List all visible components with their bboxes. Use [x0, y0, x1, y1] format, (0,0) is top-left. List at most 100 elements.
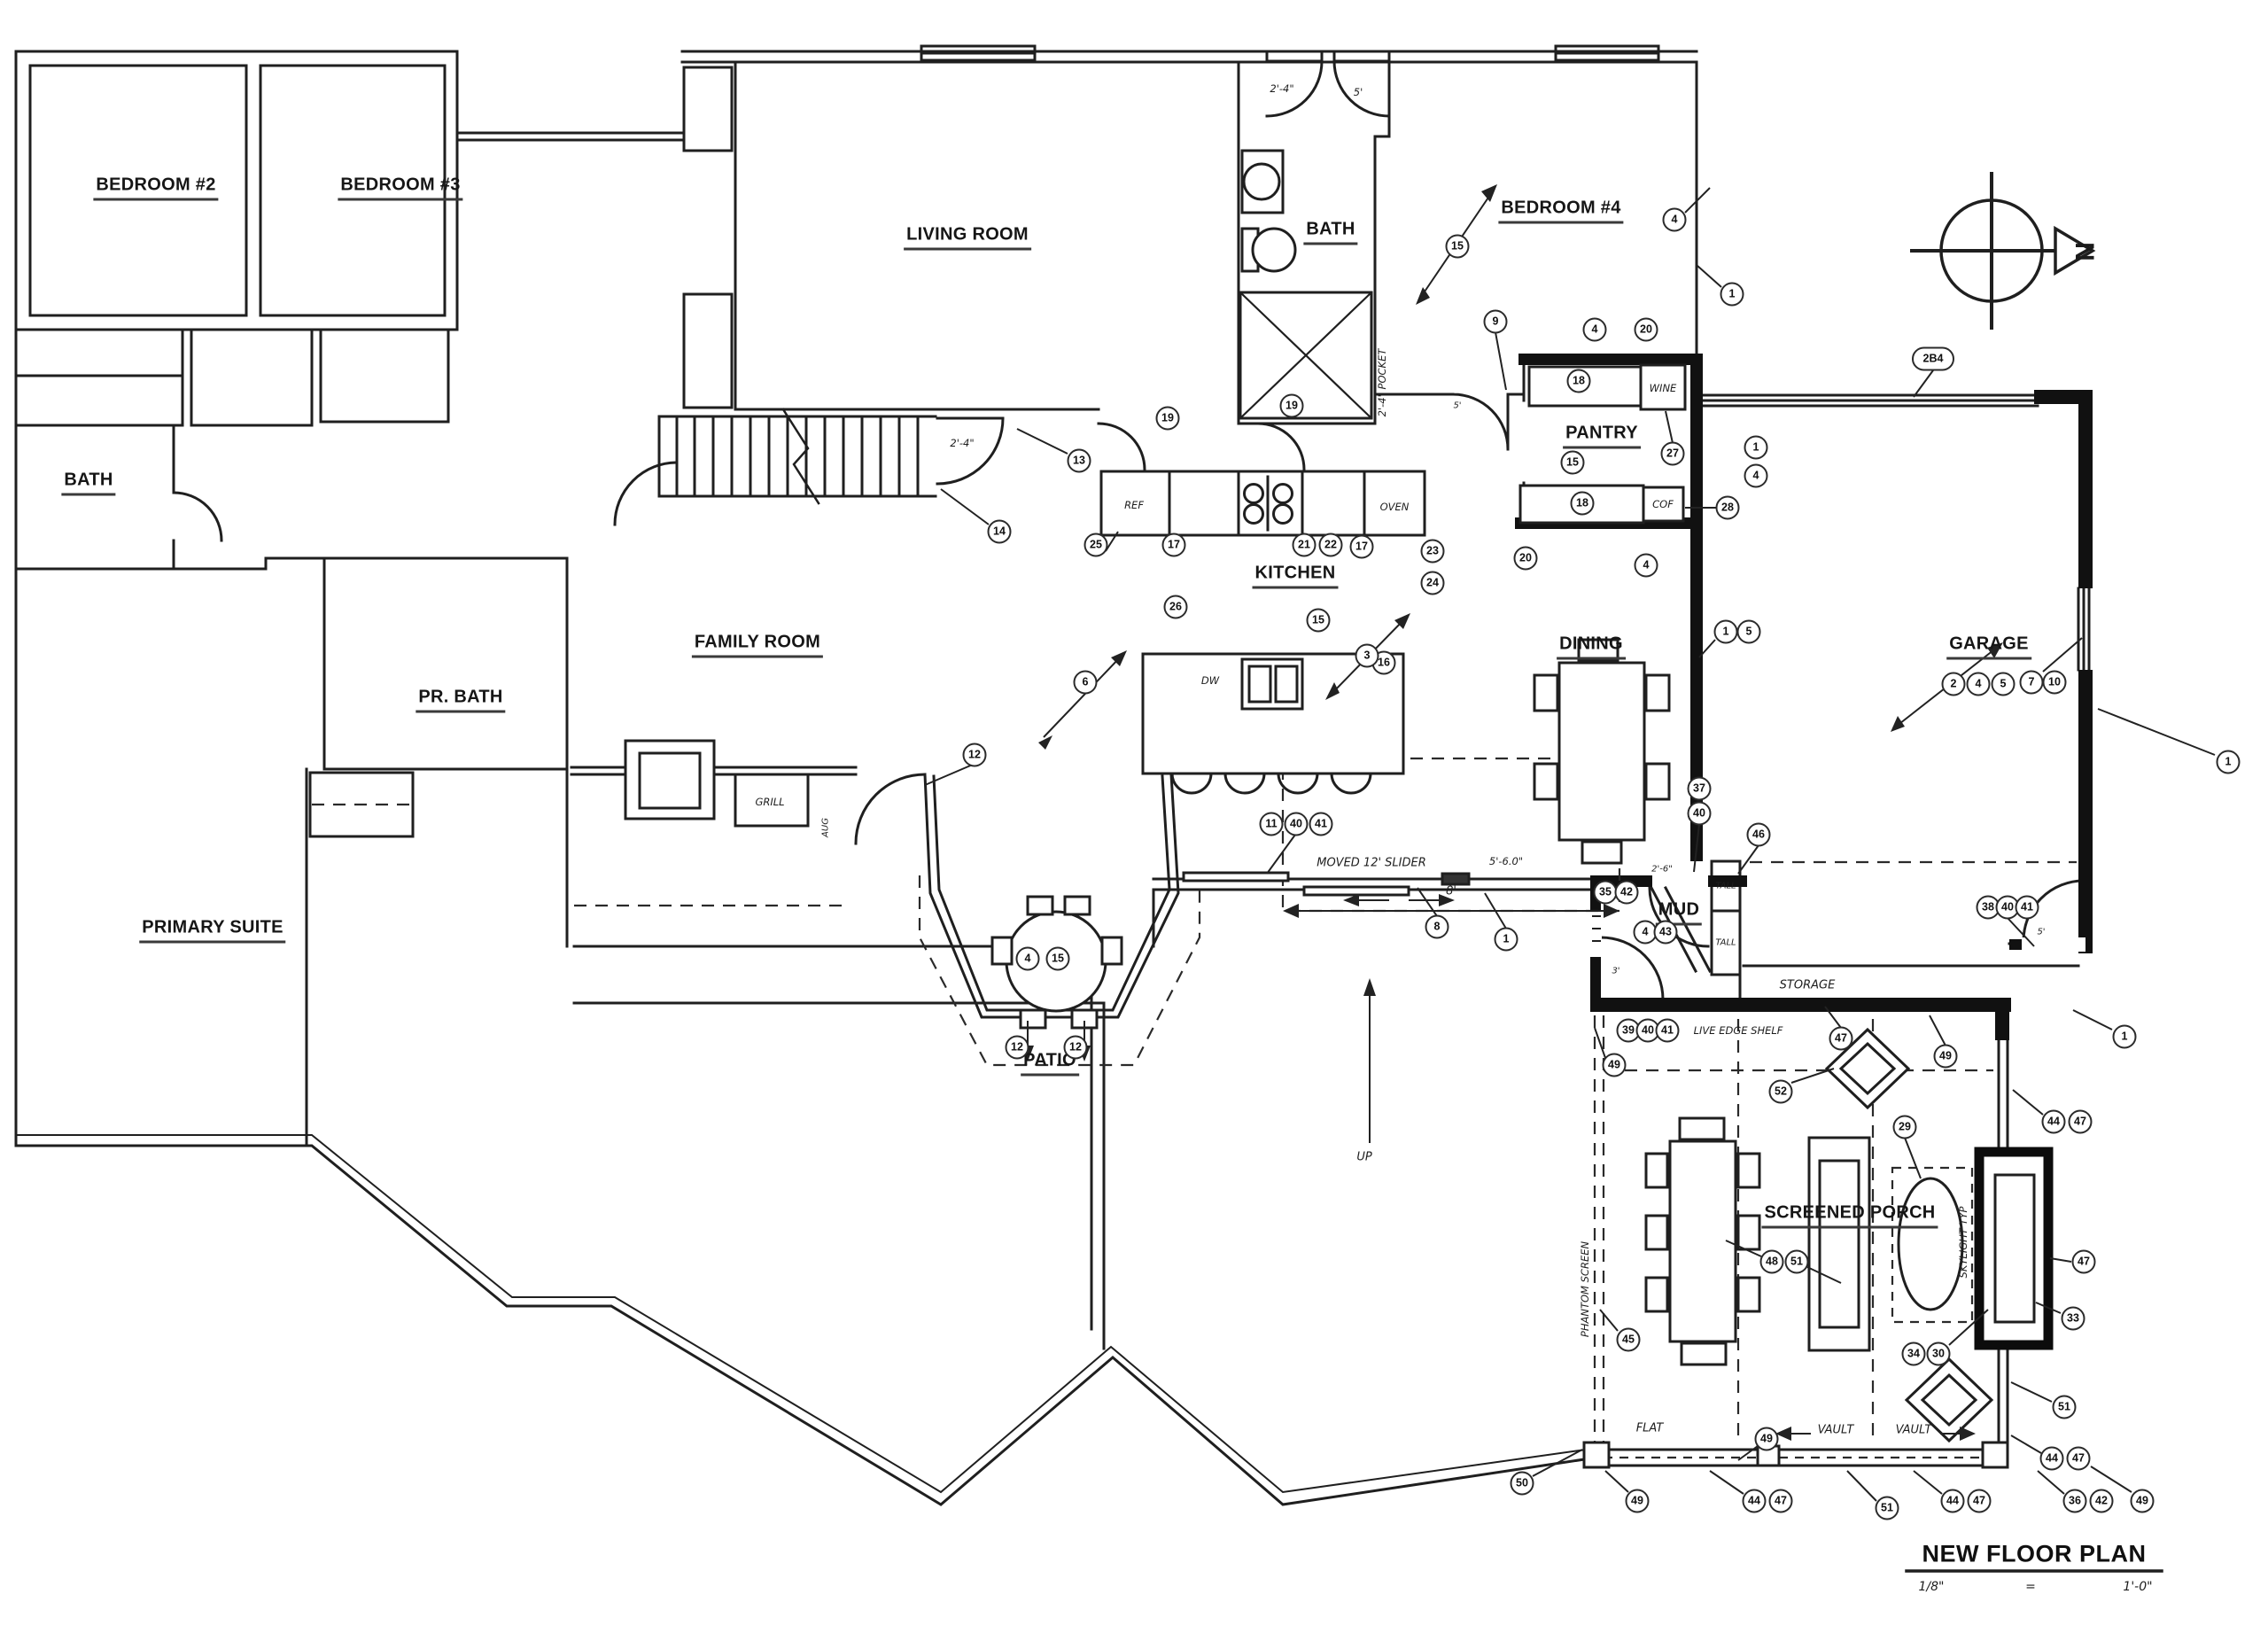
callout-29-70: 29 [1892, 1115, 1917, 1139]
leader-lines [924, 187, 2216, 1502]
grill-cabinet [734, 773, 810, 828]
callout-1-25: 1 [1494, 927, 1518, 952]
annotation-tall-16: TALL [1715, 881, 1736, 891]
callout-12-19: 12 [1005, 1035, 1029, 1060]
annotation-aug-10: AUG [820, 818, 831, 837]
room-label-bedroom-2-0: BEDROOM #2 [93, 175, 219, 201]
annotation-storage-18: STORAGE [1779, 978, 1836, 992]
room-label-bedroom-4-8: BEDROOM #4 [1498, 198, 1624, 224]
room-label-family-room-5: FAMILY ROOM [691, 633, 824, 658]
room-label-kitchen-10: KITCHEN [1252, 564, 1339, 589]
callout-8-24: 8 [1425, 914, 1449, 939]
callout-24-8: 24 [1420, 571, 1445, 595]
slider-panel [1302, 885, 1410, 897]
callout-47-88: 47 [1967, 1489, 1992, 1513]
annotation-2-4-2: 2'-4" [950, 437, 975, 449]
callout-52-67: 52 [1768, 1079, 1793, 1104]
callout-5-46: 5 [1991, 672, 2016, 696]
porch-post [1981, 1441, 2009, 1469]
annotation-vault-26: VAULT [1895, 1423, 1932, 1437]
callout-2-44: 2 [1941, 672, 1966, 696]
callout-23-7: 23 [1420, 539, 1445, 564]
annotation-tall-17: TALL [1715, 937, 1736, 948]
porch-post [1582, 1441, 1611, 1469]
skylight-ellipse [1897, 1177, 1964, 1311]
callout-47-64: 47 [1829, 1026, 1853, 1051]
callout-47-80: 47 [2066, 1446, 2091, 1471]
callout-48-72: 48 [1759, 1249, 1784, 1274]
callout-25-2: 25 [1084, 533, 1108, 557]
annotation-oven-5: OVEN [1379, 501, 1410, 513]
annotation-cof-8: COF [1652, 498, 1674, 510]
callout-18-32: 18 [1566, 369, 1591, 393]
dining-table [1533, 638, 1671, 865]
scale-ratio: 1/8" [1918, 1580, 1945, 1594]
callout-18-35: 18 [1570, 491, 1595, 516]
callout-21-4: 21 [1292, 533, 1317, 557]
callout-4-55: 4 [1633, 920, 1658, 945]
callout-49-63: 49 [1602, 1053, 1627, 1077]
callout-1-29: 1 [1720, 282, 1744, 307]
slider-panel [1182, 871, 1290, 883]
callout-7-47: 7 [2019, 670, 2044, 695]
annotation-grill-9: GRILL [755, 796, 785, 808]
callout-49-65: 49 [1933, 1044, 1958, 1069]
callout-1-39: 1 [1744, 435, 1768, 460]
callout-41-23: 41 [1309, 812, 1333, 836]
callout-40-22: 40 [1284, 812, 1309, 836]
room-label-pr-bath-3: PR. BATH [416, 688, 506, 713]
callout-51-86: 51 [1875, 1496, 1899, 1520]
callout-4-30: 4 [1582, 317, 1607, 342]
callout-15-18: 15 [1045, 946, 1070, 971]
callout-44-79: 44 [2039, 1446, 2064, 1471]
callout-4-38: 4 [1634, 553, 1658, 578]
callout-42-54: 42 [1614, 880, 1639, 905]
callout-44-68: 44 [2041, 1109, 2066, 1134]
callout-44-84: 44 [1742, 1489, 1767, 1513]
callout-17-3: 17 [1161, 533, 1186, 557]
fixtures [624, 149, 2054, 1469]
annotation-flat-24: FLAT [1635, 1421, 1664, 1435]
callout-3-15: 3 [1355, 643, 1379, 668]
room-label-bath-7: BATH [1303, 220, 1358, 245]
callout-4-28: 4 [1662, 207, 1687, 232]
compass-north-label: N [2070, 242, 2099, 261]
skylight-diamond [1904, 1357, 1994, 1443]
callout-34-76: 34 [1901, 1341, 1926, 1366]
callout-15-12: 15 [1306, 608, 1331, 633]
callout-41-59: 41 [2015, 895, 2039, 920]
callout-40-61: 40 [1635, 1018, 1660, 1043]
callout-15-27: 15 [1445, 234, 1470, 259]
room-label-living-room-6: LIVING ROOM [904, 225, 1031, 251]
callout-10-48: 10 [2042, 670, 2067, 695]
callout-40-51: 40 [1687, 801, 1712, 826]
callout-47-74: 47 [2071, 1249, 2096, 1274]
room-label-pantry-9: PANTRY [1563, 424, 1641, 449]
callout-19-10: 19 [1279, 393, 1304, 418]
annotation-vault-25: VAULT [1817, 1423, 1854, 1437]
annotation-skylight-typ-23: SKYLIGHT TYP [1957, 1206, 1969, 1279]
annotation-2-6-14: 2'-6" [1651, 864, 1673, 875]
callout-37-50: 37 [1687, 776, 1712, 801]
annotation-5-6-0-13: 5'-6.0" [1488, 855, 1524, 867]
staircase [657, 408, 937, 505]
annotation-2-4-0: 2'-4" [1270, 82, 1294, 95]
callout-28-36: 28 [1715, 495, 1740, 520]
north-compass [1910, 172, 2096, 330]
window-hatch [1441, 872, 1471, 886]
annotation-wine-7: WINE [1649, 382, 1677, 394]
scale-value: 1'-0" [2123, 1580, 2153, 1594]
annotation-2-4-pocket-3: 2'-4" POCKET [1376, 348, 1388, 417]
callout-20-37: 20 [1513, 546, 1538, 571]
callout-12-20: 12 [1063, 1035, 1088, 1060]
callout-43-56: 43 [1653, 920, 1678, 945]
callout-47-69: 47 [2068, 1109, 2093, 1134]
room-label-garage-12: GARAGE [1946, 634, 2031, 660]
callout-4-45: 4 [1966, 672, 1991, 696]
callout-1-66: 1 [2112, 1024, 2137, 1049]
annotation-moved-12-slider-11: MOVED 12' SLIDER [1317, 856, 1426, 870]
callout-15-33: 15 [1560, 450, 1585, 475]
